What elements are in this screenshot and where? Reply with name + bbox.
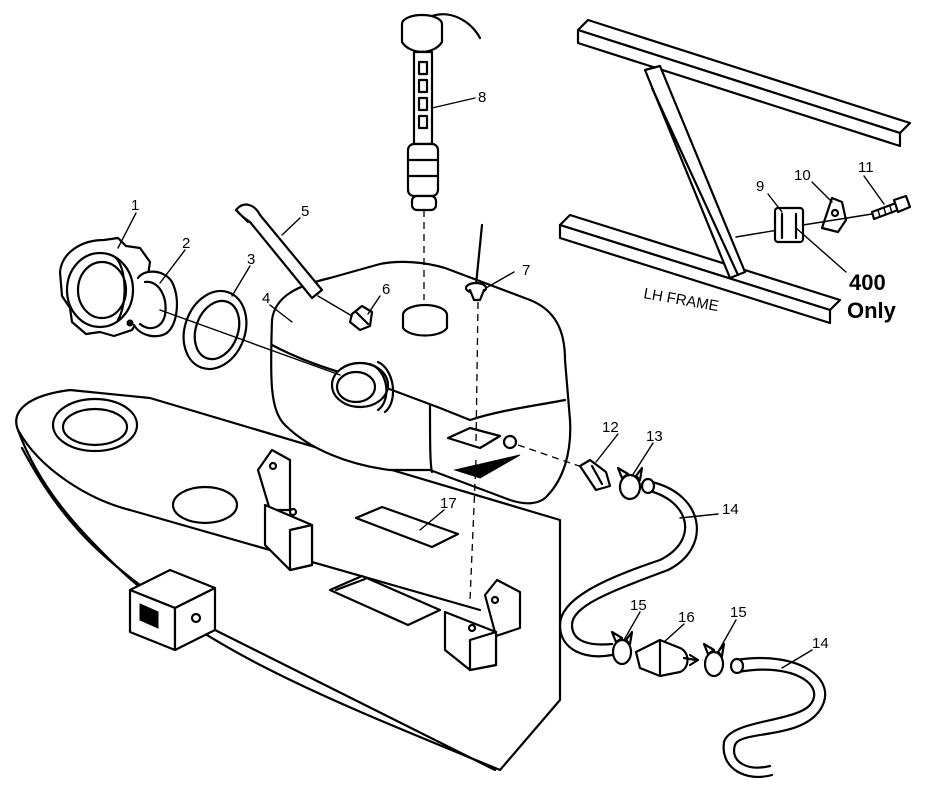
part-8-fuel-gauge — [400, 13, 482, 212]
part-7-grommet — [464, 223, 488, 302]
note-400: 400 — [849, 270, 886, 295]
callout-4: 4 — [262, 290, 270, 307]
part-1-fuel-cap — [58, 236, 162, 338]
callout-numbers: 1 2 3 4 5 6 7 8 9 10 11 12 13 14 15 16 1… — [131, 89, 874, 652]
part-15-clamp-left — [610, 630, 634, 666]
part-6-vent-fitting — [348, 304, 374, 332]
part-12-fitting — [578, 458, 612, 492]
callout-13: 13 — [646, 428, 663, 445]
callout-1: 1 — [131, 197, 139, 214]
part-11-screw — [870, 194, 912, 221]
note-only: Only — [847, 298, 897, 323]
frame-label: LH FRAME — [642, 285, 720, 315]
leader-lines — [117, 97, 885, 669]
part-5-vent-hose — [234, 203, 324, 300]
callout-8: 8 — [478, 89, 486, 106]
chassis-frame — [15, 388, 562, 772]
part-17-pad — [354, 505, 460, 549]
part-16-filter — [634, 638, 700, 678]
callout-3: 3 — [247, 251, 255, 268]
lh-frame — [558, 18, 912, 325]
part-14-fuel-line-lower — [722, 656, 827, 779]
callout-12: 12 — [602, 419, 619, 436]
part-2-cap-seal — [126, 270, 178, 338]
callout-7: 7 — [522, 262, 530, 279]
part-9-clip-bracket — [773, 206, 805, 244]
callout-15-left: 15 — [630, 597, 647, 614]
callout-10: 10 — [794, 167, 811, 184]
part-13-clamp — [616, 466, 644, 501]
part-10-tab-bracket — [820, 196, 848, 234]
callout-6: 6 — [382, 281, 390, 298]
tank-mount-bracket-right — [443, 578, 522, 672]
tank-mount-bracket-left — [256, 448, 314, 572]
callout-15-right: 15 — [730, 604, 747, 621]
callout-9: 9 — [756, 178, 764, 195]
callout-2: 2 — [182, 235, 190, 252]
part-14-fuel-line-upper — [558, 477, 698, 658]
callout-14-lower: 14 — [812, 635, 829, 652]
callout-11: 11 — [858, 159, 874, 176]
callout-14-upper: 14 — [722, 501, 739, 518]
part-15-clamp-right — [702, 642, 726, 678]
callout-17: 17 — [440, 495, 457, 512]
callout-16: 16 — [678, 609, 695, 626]
fuel-tank — [269, 260, 572, 505]
callout-5: 5 — [301, 203, 309, 220]
